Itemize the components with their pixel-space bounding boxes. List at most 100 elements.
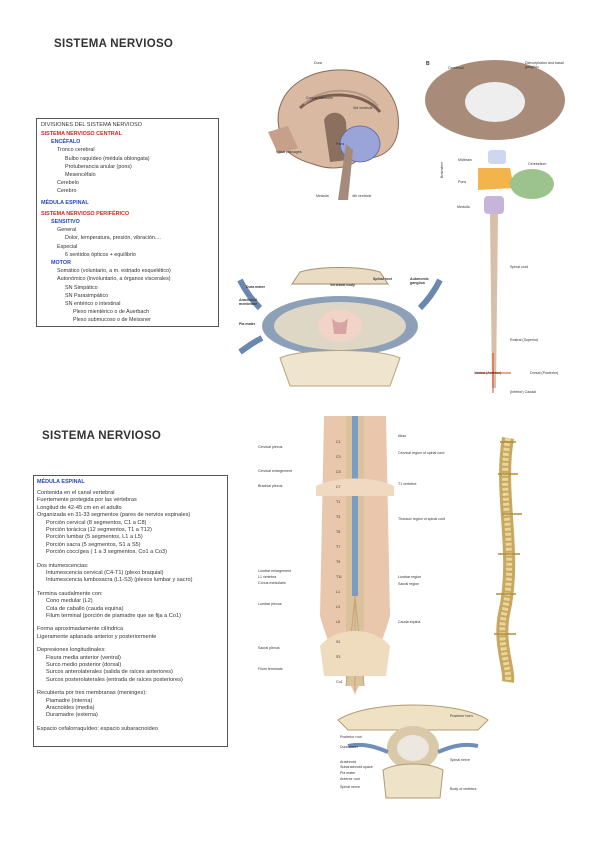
division-line: Dolor, temperatura, presión, vibración..… (65, 235, 161, 242)
back-left-label: Cervical enlargement (258, 469, 292, 473)
label-spinal-cord: Spinal cord (510, 265, 528, 269)
division-line: MÉDULA ESPINAL (41, 199, 89, 206)
vertebra-cross-section (337, 704, 489, 799)
segs-label: T7 (336, 545, 341, 549)
spinal-cord-line: Intumescencia lumbosacra (L1-S3) (plexos… (46, 577, 193, 584)
division-line: Plexo submucoso o de Meissner (73, 317, 151, 324)
segs-label: T1 (336, 500, 341, 504)
back-left-label: L1 vertebra (258, 575, 277, 579)
spinal-cord-line: Surcos posterolaterales (entrada de raíc… (46, 676, 183, 683)
label-caudal: (Inferior) Caudal (510, 390, 536, 394)
division-line: Cerebelo (57, 180, 79, 187)
section-title-2: SISTEMA NERVIOSO (42, 430, 162, 442)
spinal-cord-line: Aracnoides (media) (46, 705, 95, 711)
segs-label: L1 (336, 590, 340, 594)
label-ventral: Ventral (Anterior) (474, 371, 502, 375)
spinal-cord-line: Surcos anterolaterales (salida de raíces… (46, 669, 173, 676)
label-dura-mater: Dura mater (246, 285, 265, 289)
label-dorsal: Dorsal (Posterior) (530, 371, 559, 375)
segs-label: T11 (336, 575, 342, 579)
division-line: Protuberancia anular (pons) (65, 163, 132, 170)
division-line: Bulbo raquídeo (médula oblongata) (65, 155, 150, 162)
division-line: ENCÉFALO (51, 139, 81, 146)
spinal-cord-line: Porción torácica (12 segmentos, T1 a T12… (46, 527, 152, 533)
vert-left-label: Posterior root (340, 735, 362, 739)
segs-label: C7 (336, 485, 341, 489)
back-right-label: Sacral region (398, 582, 420, 586)
spinal-cord-line: Dos intumescencias: (37, 562, 89, 569)
spinal-cross-section (237, 267, 443, 387)
spinal-cord-line: Porción lumbar (5 segmentos, L1 a L5) (46, 534, 143, 541)
label-pia-mater: Pia mater (239, 322, 256, 326)
division-line: Mesencéfalo (65, 172, 96, 178)
back-left-label: Lumbar plexus (258, 602, 282, 606)
back-right-label: Thoracic region of spinal cord (398, 517, 446, 521)
back-left-label: Sacral plexus (258, 646, 280, 650)
label-b: B (426, 61, 430, 67)
label-pons-side: Pons (458, 180, 467, 184)
label-vertebral-body: Vertebral body (330, 283, 355, 287)
segs-label: T9 (336, 560, 341, 564)
vert-left-label: Arachnoid (340, 760, 357, 764)
back-left-label: Lumbar enlargement (258, 569, 292, 573)
segs-label: C5 (336, 470, 341, 474)
division-line: General (57, 227, 77, 234)
division-line: SISTEMA NERVIOSO CENTRAL (41, 131, 122, 137)
spinal-cord-line: Termina caudalmente con: (37, 590, 103, 597)
spinal-cord-line: Organizada en 31-33 segmentos (pares de … (37, 512, 191, 519)
back-left-label: Brachial plexus (258, 484, 283, 488)
spinal-cord-line: Depresiones longitudinales: (37, 647, 106, 654)
vertebral-column-illustration (494, 436, 522, 683)
segs-label: T5 (336, 530, 341, 534)
division-line: 6 sentidos ópticos + equilibrio (65, 251, 136, 258)
spinal-cord-line: Porción sacra (5 segmentos, S1 a S5) (46, 541, 141, 548)
division-line: Tronco cerebral (57, 147, 95, 154)
division-line: SENSITIVO (51, 219, 80, 225)
spinal-cord-line: Duramadre (externa) (46, 712, 98, 719)
division-line: SN Simpático (65, 284, 98, 291)
division-line: MOTOR (51, 260, 71, 266)
division-line: Cerebro (57, 188, 77, 195)
label-medulla: Medulla (316, 194, 329, 198)
brain-sagittal-illustration (268, 59, 408, 200)
back-right-label: Cervical region of spinal cord (398, 451, 445, 455)
label-cerebrum: Cerebrum (448, 66, 464, 70)
division-line: SN entérico o intestinal (65, 301, 121, 307)
spinal-cord-line: Ligeramente aplanada anterior y posterio… (37, 633, 157, 640)
division-line: Especial (57, 243, 78, 250)
divisions-box: DIVISIONES DEL SISTEMA NERVIOSO SISTEMA … (36, 118, 219, 327)
vert-right-label: Spinal nerve (450, 758, 470, 762)
label-cerebellum: Cerebellum (528, 162, 547, 166)
label-fourth-ventricle: 4th ventricle (352, 194, 372, 198)
vert-left-label: Subarachnoid space (340, 765, 373, 769)
spinal-cord-line: Piamadre (interna) (46, 697, 93, 704)
back-left-label: Cervical plexus (258, 445, 283, 449)
box2-heading: MÉDULA ESPINAL (37, 479, 85, 485)
spinal-cord-dorsal-illustration (316, 416, 394, 696)
division-line: SN Parasimpático (65, 292, 109, 299)
label-spinal-root: Spinal root (373, 277, 392, 281)
back-right-label: T1 vertebra (398, 482, 417, 486)
vert-left-label: Pia mater (340, 771, 356, 775)
spinal-cord-line: Porción cervical (8 segmentos, C1 a C8) (46, 519, 147, 526)
label-midbrain: Midbrain (458, 158, 472, 162)
label-nasal: Nasal passages (276, 150, 302, 154)
segs-label: T3 (336, 515, 341, 519)
spinal-cord-line: Contenida en el canal vertebral (37, 490, 115, 496)
label-dura: Dura (314, 61, 322, 65)
brain-lateral-schematic (425, 60, 565, 393)
segs-label: C1 (336, 440, 341, 444)
vert-left-label: Anterior root (340, 777, 360, 781)
back-left-label: Conus medullaris (258, 581, 286, 585)
segs-label: Co1 (336, 680, 343, 684)
division-line: SISTEMA NERVIOSO PERIFÉRICO (41, 210, 130, 217)
spinal-cord-line: Longitud de 42-45 cm en el adulto (37, 504, 122, 511)
section-title: SISTEMA NERVIOSO (54, 38, 174, 50)
label-rostral: Rostral (Superior) (510, 338, 539, 342)
spinal-cord-line: Espacio cefalorraquídeo: espacio subarac… (37, 725, 158, 732)
label-brainstem: Brainstem (440, 161, 444, 178)
spinal-cord-line: Surco medio posterior (dorsal) (46, 662, 122, 668)
spinal-cord-line: Fisura media anterior (ventral) (46, 654, 121, 661)
division-line: Somático (voluntario, a m. estriado esqu… (57, 268, 171, 275)
segs-label: L3 (336, 605, 340, 609)
